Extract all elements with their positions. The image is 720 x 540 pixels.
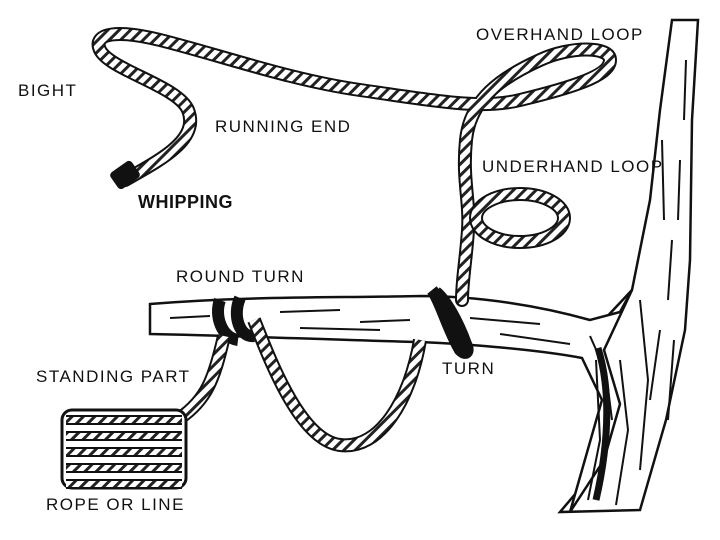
label-rope-or-line: ROPE OR LINE bbox=[46, 495, 185, 514]
label-standing-part: STANDING PART bbox=[36, 367, 191, 386]
rope-whipping bbox=[110, 160, 140, 190]
label-running-end: RUNNING END bbox=[215, 117, 351, 136]
rope-turn bbox=[427, 286, 474, 359]
label-whipping: WHIPPING bbox=[138, 192, 233, 212]
tree-branch bbox=[148, 289, 634, 513]
label-underhand-loop: UNDERHAND LOOP bbox=[482, 157, 664, 176]
tree-trunk bbox=[557, 18, 700, 514]
rope bbox=[60, 27, 618, 490]
label-overhand-loop: OVERHAND LOOP bbox=[476, 25, 644, 44]
bark-texture bbox=[169, 59, 687, 506]
tree bbox=[148, 18, 700, 514]
label-round-turn: ROUND TURN bbox=[176, 267, 305, 286]
label-turn: TURN bbox=[442, 359, 495, 378]
rope-round-turn bbox=[212, 295, 255, 346]
label-bight: BIGHT bbox=[18, 81, 77, 100]
rope-coil bbox=[60, 408, 188, 490]
